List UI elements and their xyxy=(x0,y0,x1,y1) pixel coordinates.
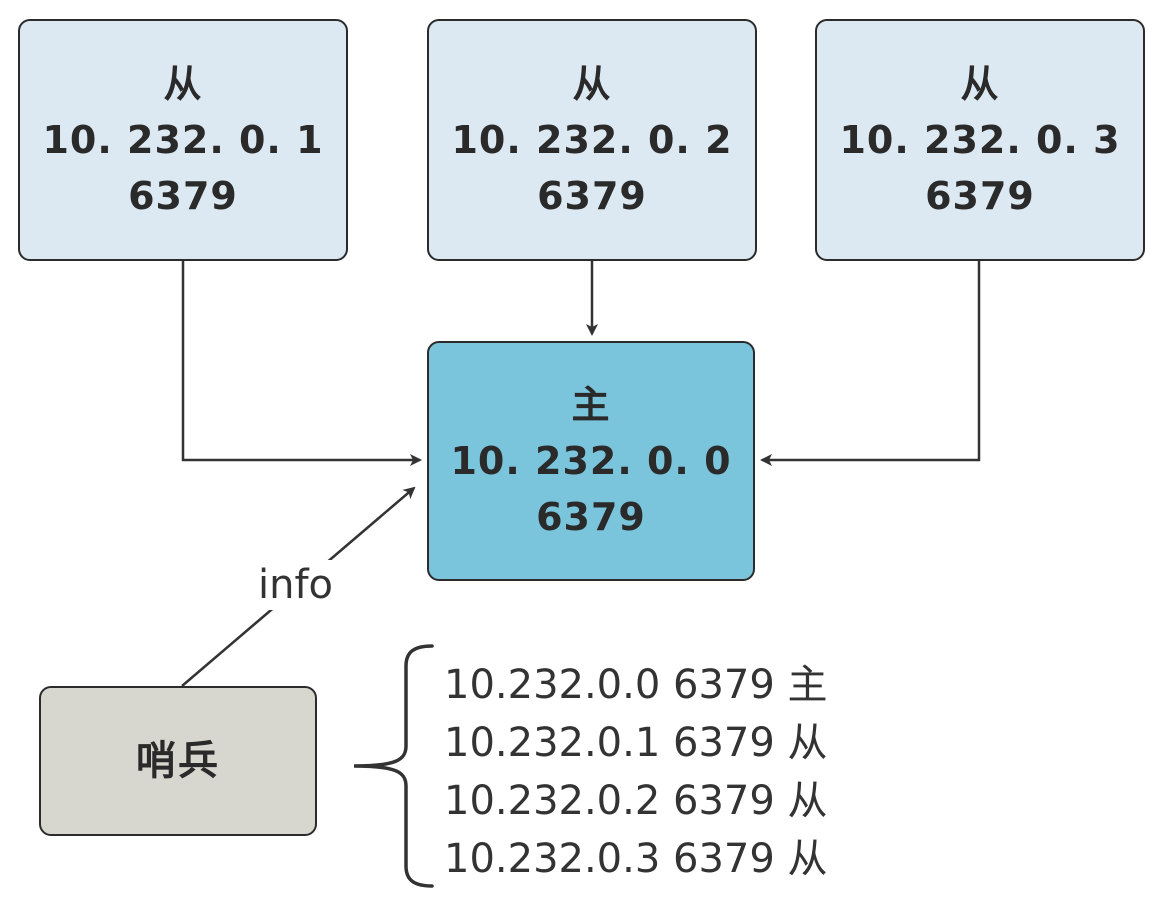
master-node-port: 6379 xyxy=(536,495,646,539)
sentinel-info-list: 10.232.0.0 6379 主 10.232.0.1 6379 从 10.2… xyxy=(444,656,828,888)
edge-slave-3-to-master xyxy=(760,261,981,466)
slave-node-1-ip: 10. 232. 0. 1 xyxy=(42,118,324,162)
edge-label-info: info xyxy=(256,560,336,610)
slave-node-2-ip: 10. 232. 0. 2 xyxy=(451,118,733,162)
info-list-item: 10.232.0.3 6379 从 xyxy=(444,836,828,882)
curly-brace xyxy=(353,644,434,888)
slave-node-2-port: 6379 xyxy=(537,174,647,218)
slave-node-2-role: 从 xyxy=(572,62,612,106)
slave-node-3-role: 从 xyxy=(960,62,1000,106)
slave-node-1-role: 从 xyxy=(163,62,203,106)
info-list-item: 10.232.0.2 6379 从 xyxy=(444,778,828,824)
slave-node-1: 从 10. 232. 0. 1 6379 xyxy=(18,19,348,261)
master-node-ip: 10. 232. 0. 0 xyxy=(450,439,732,483)
slave-node-3: 从 10. 232. 0. 3 6379 xyxy=(815,19,1145,261)
edge-slave-1-to-master xyxy=(181,261,422,466)
slave-node-3-port: 6379 xyxy=(925,174,1035,218)
slave-node-1-port: 6379 xyxy=(128,174,238,218)
info-list-item: 10.232.0.1 6379 从 xyxy=(444,720,828,766)
master-node-role: 主 xyxy=(571,383,611,427)
info-list-item: 10.232.0.0 6379 主 xyxy=(444,662,828,708)
slave-node-3-ip: 10. 232. 0. 3 xyxy=(839,118,1121,162)
sentinel-node-label: 哨兵 xyxy=(136,738,220,784)
slave-node-2: 从 10. 232. 0. 2 6379 xyxy=(427,19,757,261)
sentinel-node: 哨兵 xyxy=(39,686,317,836)
master-node: 主 10. 232. 0. 0 6379 xyxy=(427,341,755,581)
